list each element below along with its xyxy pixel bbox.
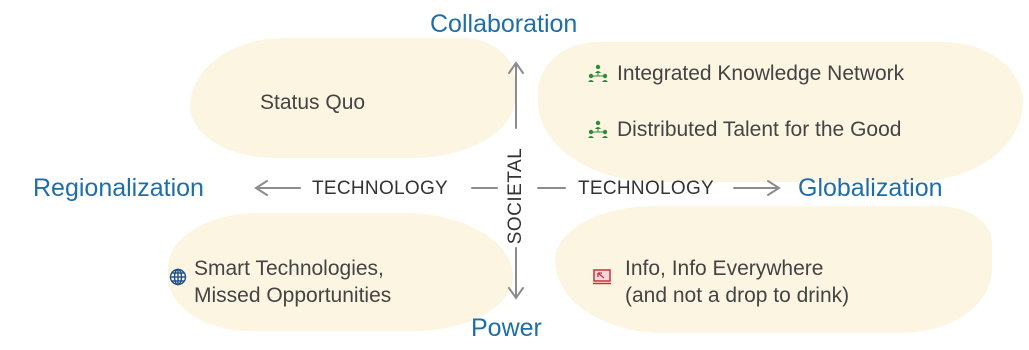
scenario-line: Smart Technologies,: [194, 257, 384, 280]
scenario-text: Smart Technologies, Missed Opportunities: [194, 255, 391, 309]
people-network-icon: [588, 64, 608, 82]
scenario-text: Info, Info Everywhere (and not a drop to…: [625, 255, 849, 309]
axis-label-collaboration: Collaboration: [430, 10, 578, 38]
scenario-integrated-knowledge-network: Integrated Knowledge Network: [587, 60, 904, 87]
quadrant-blob-bottom-right: [555, 206, 992, 333]
scenario-line: Info, Info Everywhere: [625, 257, 824, 280]
arrow-right-head: [767, 180, 781, 196]
axis-label-power: Power: [471, 314, 542, 342]
arrow-left-head: [254, 180, 268, 196]
scenario-info-everywhere: Info, Info Everywhere (and not a drop to…: [592, 255, 849, 309]
axis-label-regionalization: Regionalization: [33, 174, 204, 202]
scenario-line: (and not a drop to drink): [625, 284, 850, 307]
societal-label: SOCIETAL: [505, 147, 526, 245]
scenario-status-quo: Status Quo: [260, 91, 366, 114]
quadrant-blob-bottom-left: [168, 213, 513, 331]
scenario-distributed-talent: Distributed Talent for the Good: [587, 116, 901, 143]
scenario-label: Distributed Talent for the Good: [617, 118, 902, 141]
axis-label-globalization: Globalization: [798, 174, 943, 202]
globe-icon: [169, 268, 187, 286]
technology-label-right: TECHNOLOGY: [578, 178, 715, 199]
scenario-smart-technologies: Smart Technologies, Missed Opportunities: [169, 255, 391, 309]
quadrant-blob-top-left: [190, 38, 515, 158]
screen-icon: [593, 269, 611, 285]
scenario-line: Missed Opportunities: [194, 284, 392, 307]
technology-label-left: TECHNOLOGY: [312, 178, 449, 199]
scenario-label: Integrated Knowledge Network: [617, 62, 905, 85]
people-network-icon: [588, 120, 608, 138]
quadrant-blob-top-right: [538, 42, 1023, 182]
arrow-down-head: [508, 287, 524, 300]
